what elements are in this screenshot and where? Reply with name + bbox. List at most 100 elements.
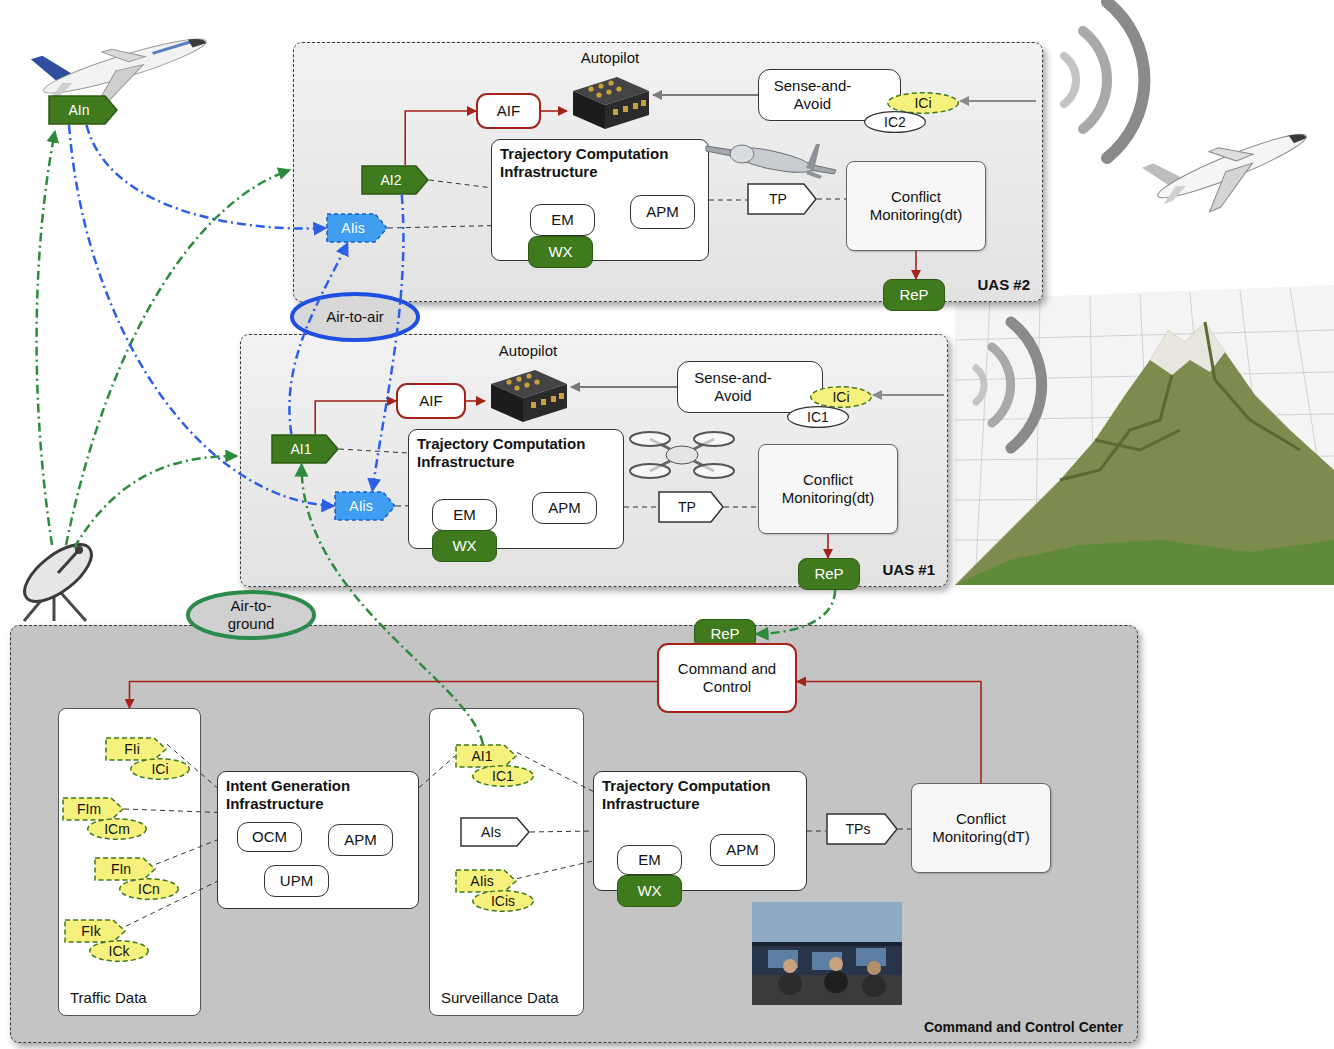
control-room-photo — [752, 902, 902, 1005]
data-ellipse: IC2 — [864, 111, 926, 133]
device-side — [491, 384, 523, 422]
model-box: APM — [532, 492, 597, 524]
process-box: Sense-and-AvoidICiIC1 — [677, 361, 823, 413]
data-tag: AIs — [460, 817, 530, 847]
model-box: APM — [630, 195, 695, 229]
wave-arc — [1083, 31, 1107, 129]
node-label: ICm — [104, 820, 130, 838]
control-box: AIF — [396, 383, 466, 419]
model-box: UPM — [264, 865, 329, 897]
node-label: AI1 — [471, 747, 492, 765]
photo-screen — [812, 952, 842, 970]
connector — [405, 111, 476, 165]
uav-tail — [806, 144, 822, 179]
data-box: ReP — [798, 558, 860, 590]
wave-arc — [992, 347, 1011, 423]
data-ellipse: IC1 — [472, 765, 534, 787]
autopilot-unit: Autopilot — [567, 49, 653, 133]
data-tag: TPs — [826, 813, 898, 845]
quad-rotor — [630, 432, 670, 446]
data-tag: AI1 — [455, 744, 517, 768]
dish-feed — [58, 551, 78, 573]
data-tag: TP — [747, 183, 817, 215]
connector — [289, 243, 347, 434]
node-label: Sense-and-Avoid — [770, 77, 856, 113]
monitor-box: Conflict Monitoring(dt) — [846, 161, 986, 251]
node-label: Trajectory Computation Infrastructure — [500, 145, 700, 181]
autopilot-device — [569, 71, 651, 131]
wing — [102, 40, 145, 68]
mountain — [955, 322, 1334, 585]
terrain-ground — [955, 285, 1334, 585]
node-label: ICn — [138, 880, 160, 898]
airliner-illustration — [1142, 106, 1319, 229]
photo-person — [778, 973, 802, 995]
control-box: AIF — [476, 93, 541, 129]
node-label: ICi — [832, 388, 849, 406]
photo-person — [824, 971, 848, 993]
data-tag: FIi — [105, 737, 167, 761]
node-label: AIis — [470, 872, 493, 890]
cockpit — [1289, 130, 1307, 144]
connector-pin — [534, 379, 539, 384]
node-label: Conflict Monitoring(dt) — [855, 188, 977, 224]
node-label: Intent Generation Infrastructure — [226, 777, 410, 813]
node-label: EM — [453, 506, 476, 524]
connector — [898, 829, 911, 830]
connector — [653, 94, 758, 96]
node-label: IC1 — [492, 767, 514, 785]
infrastructure-box: Intent Generation InfrastructureOCMAPMUP… — [217, 771, 419, 909]
quadcopter-illustration — [630, 432, 734, 478]
terrain-illustration — [955, 285, 1334, 585]
autopilot-device — [487, 364, 569, 424]
node-label: WX — [548, 243, 572, 261]
outline-shape — [120, 879, 179, 900]
connector — [724, 507, 758, 508]
data-ellipse: ICi — [130, 758, 190, 780]
node-label: Command and Control Center — [924, 1018, 1123, 1036]
node-label: Traffic Data — [70, 989, 147, 1007]
outline-shape — [131, 759, 190, 780]
node-label: Trajectory Computation Infrastructure — [602, 777, 798, 813]
valley — [955, 540, 1334, 585]
connector — [130, 682, 658, 709]
connector — [827, 534, 829, 558]
outline-shape — [865, 112, 926, 133]
fuselage — [1154, 126, 1311, 206]
connector — [571, 386, 677, 388]
connector-pin — [531, 402, 536, 408]
uav-nose — [730, 145, 754, 163]
wave-arc — [1064, 56, 1076, 104]
data-tag: AIn — [48, 95, 118, 125]
link-ellipse: Air-to-air — [290, 292, 420, 342]
data-ellipse: ICis — [472, 890, 534, 912]
node-label: Conflict Monitoring(dt) — [767, 471, 889, 507]
model-box: EM — [617, 845, 682, 875]
model-box: OCM — [237, 822, 302, 852]
node-label: APM — [726, 841, 759, 859]
uav-illustration — [706, 142, 836, 179]
wave-arc — [976, 368, 984, 402]
data-ellipse: ICi — [887, 92, 959, 114]
wave-arc — [1011, 322, 1042, 448]
outline-shape — [456, 745, 516, 767]
photo-person — [867, 961, 881, 975]
radio-waves — [1064, 2, 1144, 158]
node-label: Sense-and-Avoid — [690, 369, 776, 405]
fuselage — [40, 31, 209, 102]
node-label: Autopilot — [581, 49, 639, 67]
data-box: WX — [617, 875, 682, 907]
connector-pin — [526, 373, 531, 378]
node-label: AIis — [341, 219, 364, 237]
quad-rotor — [630, 464, 670, 478]
uav-body — [729, 142, 815, 177]
outline-shape — [95, 858, 155, 880]
connector — [302, 464, 483, 744]
data-tag: AIis — [455, 869, 517, 893]
outline-shape — [335, 492, 395, 520]
connector-pin — [596, 92, 601, 97]
connector-pin — [598, 83, 603, 88]
autopilot-unit: Autopilot — [485, 342, 571, 426]
outline-shape — [827, 814, 897, 844]
